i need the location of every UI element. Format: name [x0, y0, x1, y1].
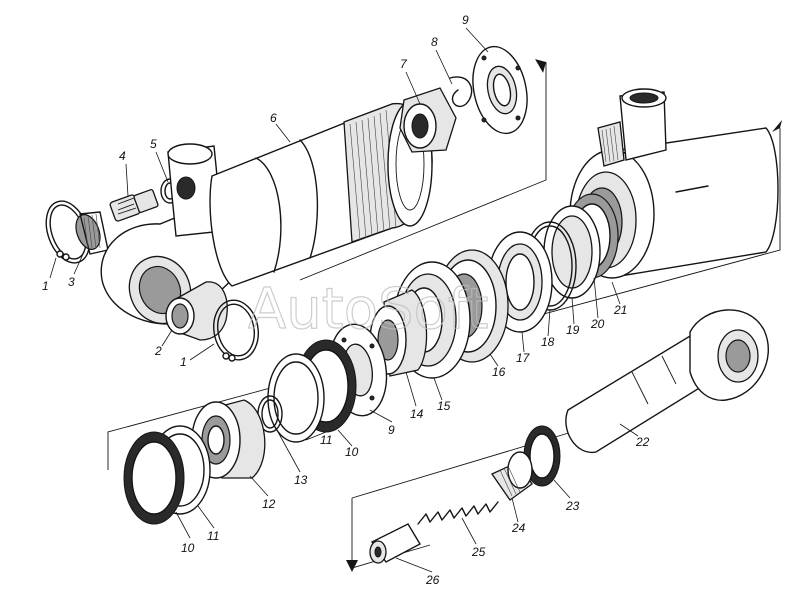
callout-15: 15 — [437, 399, 451, 413]
callout-24: 24 — [511, 521, 526, 535]
callout-9-upper: 9 — [462, 13, 469, 27]
cylinder-body-6 — [100, 101, 433, 325]
callout-5: 5 — [150, 137, 157, 151]
callout-20: 20 — [590, 317, 605, 331]
bushing-3 — [75, 211, 109, 255]
axis-arrow-bottom — [346, 560, 358, 572]
piston-rod-22 — [565, 309, 769, 453]
callout-21: 21 — [613, 303, 627, 317]
axis-arrow-top — [535, 59, 546, 73]
callout-23: 23 — [565, 499, 580, 513]
callout-6: 6 — [270, 111, 277, 125]
callout-labels: 1 3 4 5 6 7 8 9 2 1 21 20 19 18 17 16 15… — [42, 13, 650, 587]
grease-fitting-4 — [109, 189, 159, 222]
callout-1-upper: 1 — [42, 279, 49, 293]
seal-23 — [523, 425, 561, 487]
callout-19: 19 — [566, 323, 580, 337]
retaining-ring-1-mid — [213, 299, 259, 362]
callout-1-mid: 1 — [180, 355, 187, 369]
callout-22: 22 — [635, 435, 650, 449]
callout-9-mid: 9 — [388, 423, 395, 437]
callout-8: 8 — [431, 35, 438, 49]
callout-11-low: 11 — [207, 529, 219, 543]
piston-12 — [191, 399, 266, 479]
callout-26: 26 — [425, 573, 440, 587]
retaining-ring-1 — [45, 200, 91, 264]
callout-4: 4 — [119, 149, 126, 163]
callout-18: 18 — [541, 335, 555, 349]
nut-7 — [399, 87, 457, 153]
callout-14: 14 — [410, 407, 424, 421]
callout-13: 13 — [294, 473, 308, 487]
callout-2: 2 — [154, 344, 162, 358]
pin-26 — [369, 523, 421, 564]
axis-arrow-middle — [772, 120, 782, 132]
callout-17: 17 — [516, 351, 531, 365]
seal-10-low — [123, 431, 185, 525]
valve-body-24 — [491, 451, 533, 501]
callout-10-mid: 10 — [345, 445, 359, 459]
callout-10-low: 10 — [181, 541, 195, 555]
callout-16: 16 — [492, 365, 506, 379]
axis-line-top — [299, 62, 547, 281]
callout-25: 25 — [471, 545, 486, 559]
callout-12: 12 — [262, 497, 276, 511]
callout-11-mid: 11 — [320, 433, 332, 447]
spring-25 — [417, 501, 499, 525]
callout-7: 7 — [400, 57, 408, 71]
spring-clip-8 — [449, 76, 473, 108]
watermark: AutoSoft — [248, 277, 489, 342]
flange-plate-9-top — [472, 45, 528, 135]
leader-lines — [49, 27, 639, 573]
callout-3: 3 — [68, 275, 75, 289]
